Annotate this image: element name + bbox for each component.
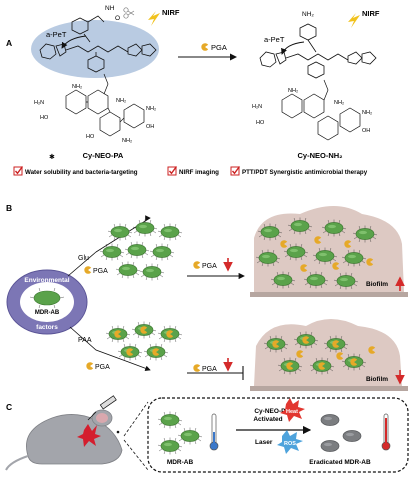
- compound-name-left: Cy-NEO-PA: [83, 151, 124, 160]
- pga-label-top-arrow: PGA: [202, 263, 217, 270]
- thermometer-hot-icon: [381, 413, 391, 451]
- pga-icon-bottom-arrow: [193, 364, 201, 372]
- check-icon-3: [230, 165, 241, 176]
- lightning-icon-right: [348, 13, 360, 28]
- panel-c-label: C: [6, 402, 12, 412]
- syringe-icon: [87, 395, 117, 421]
- dot-marker: ✱: [49, 153, 55, 161]
- therapy-dashed-box: [147, 397, 409, 473]
- thermometer-cold-icon: [209, 413, 219, 451]
- cyanine-right-structure: [259, 23, 377, 79]
- panel-b-label: B: [6, 203, 12, 213]
- pga-label-glu: PGA: [93, 268, 108, 275]
- lightning-icon-left: [148, 11, 160, 26]
- heat-label: Heat: [286, 409, 298, 415]
- pga-icon-top-arrow: [193, 261, 201, 269]
- nh-label: NH: [105, 5, 115, 12]
- mdr-ab-label-c: MDR-AB: [167, 459, 194, 466]
- neomycin-group-label: OH: [362, 128, 370, 134]
- branch-line-paa: [69, 326, 151, 371]
- ring-bottom-text: factors: [36, 324, 58, 331]
- compound-name-right: Cy-NEO-NH₂: [298, 151, 343, 160]
- feature-1: Water solubility and bacteria-targeting: [25, 169, 138, 176]
- compound-label-c: Cy-NEO-PA: [254, 408, 290, 415]
- neomycin-group-label: NH₂: [362, 110, 372, 116]
- neomycin-group-label: NH₂: [116, 98, 126, 104]
- live-bacteria-group: [157, 411, 203, 455]
- carbonyl-o-label: O: [115, 15, 120, 22]
- biofilm-label-bottom: Biofilm: [366, 376, 388, 383]
- environmental-factors-ring: [6, 269, 88, 335]
- activated-label: Activated: [253, 416, 282, 423]
- apet-label-left: a-PeT: [46, 30, 67, 39]
- biofilm-label-top: Biofilm: [366, 281, 388, 288]
- nirf-label-left: NIRF: [162, 8, 180, 17]
- panel-a-label: A: [6, 38, 12, 48]
- neomycin-group-label: NH₂: [334, 100, 344, 106]
- ros-burst-icon: [277, 430, 303, 454]
- biofilm-bottom-base: [250, 386, 408, 391]
- circle-bacteria-label: MDR-AB: [35, 310, 60, 316]
- biofilm-top-base: [250, 292, 408, 297]
- heat-burst-icon: [280, 398, 305, 422]
- neomycin-group-label: H₂N: [34, 100, 44, 106]
- apet-label-right: a-PeT: [264, 35, 285, 44]
- check-icon-1: [13, 165, 24, 176]
- eradicated-label: Eradicated MDR-AB: [309, 459, 371, 466]
- probe-shell-ellipse: [31, 20, 159, 78]
- ring-top-text: Environmental: [24, 277, 69, 284]
- neomycin-group-label: NH₂: [122, 138, 132, 144]
- feature-3: PTT/PDT Synergistic antimicrobial therap…: [242, 169, 368, 176]
- neomycin-group-label: OH: [146, 124, 154, 130]
- pga-label-a: PGA: [211, 43, 227, 52]
- check-icon-2: [167, 165, 178, 176]
- neomycin-group-label: H₂N: [252, 104, 262, 110]
- pga-icon-paa: [86, 362, 94, 370]
- pga-icon-a: [201, 43, 209, 51]
- laser-label: Laser: [255, 439, 273, 446]
- bacteria-cluster-top: [99, 219, 183, 281]
- pga-label-paa: PGA: [95, 364, 110, 371]
- mouse-illustration: [5, 409, 123, 471]
- ros-label: ROS: [284, 441, 296, 447]
- paa-label: PAA: [78, 337, 92, 344]
- neomycin-group-label: NH₂: [288, 88, 298, 94]
- cyanine-left-structure: [39, 15, 157, 73]
- zoom-lines: [123, 401, 149, 471]
- nh2-label: NH₂: [302, 11, 314, 18]
- neomycin-group-label: HO: [40, 115, 49, 121]
- eradicated-bacteria-group: [320, 414, 362, 452]
- neomycin-group-label: NH₂: [146, 106, 156, 112]
- neomycin-group-label: HO: [256, 120, 265, 126]
- feature-2: NIRF imaging: [179, 169, 219, 176]
- nirf-label-right: NIRF: [362, 9, 380, 18]
- neomycin-group-label: NH₂: [72, 84, 82, 90]
- glu-label: Glu: [78, 255, 89, 262]
- neomycin-left-structure: [65, 73, 145, 137]
- scissors-icon: [123, 7, 135, 19]
- pga-icon-glu: [84, 266, 92, 274]
- neomycin-right-structure: [281, 79, 361, 141]
- pga-label-bottom-arrow: PGA: [202, 366, 217, 373]
- neomycin-group-label: HO: [86, 134, 95, 140]
